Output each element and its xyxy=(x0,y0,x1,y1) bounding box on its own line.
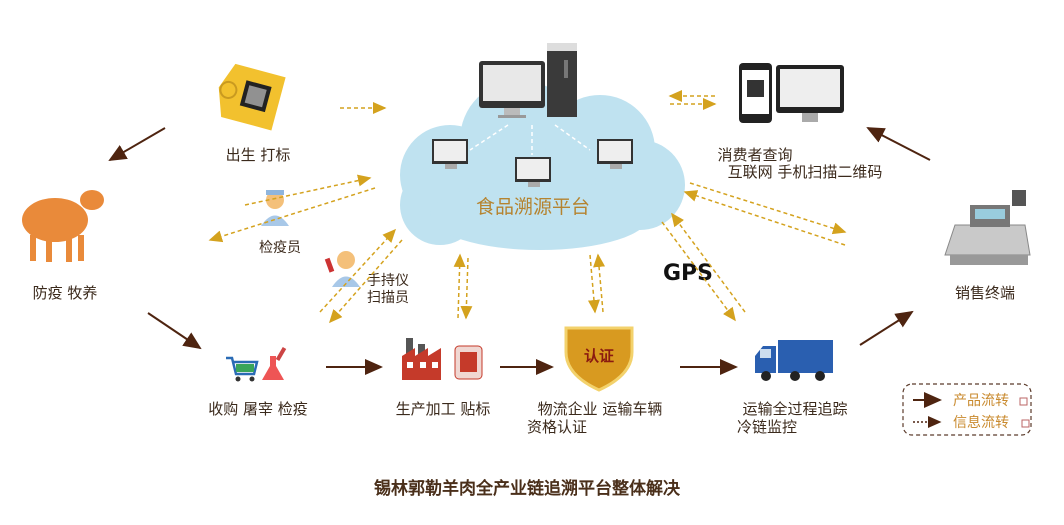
legend-product-flow: 产品流转 xyxy=(953,393,1009,409)
label-scanner-2: 扫描员 xyxy=(367,290,409,306)
label-retail: 销售终端 xyxy=(955,284,1015,302)
flask-icon xyxy=(262,346,287,380)
label-purchase: 收购 屠宰 检疫 xyxy=(208,400,308,418)
client-monitor-icons xyxy=(432,139,633,187)
monitor-icon xyxy=(776,65,844,122)
expand-icon xyxy=(1021,419,1030,428)
expand-icon xyxy=(1019,397,1028,406)
info-flow-arrows xyxy=(208,90,847,324)
label-logistics-2: 资格认证 xyxy=(527,418,587,436)
legend-info-flow: 信息流转 xyxy=(953,414,1009,431)
central-computer-icon xyxy=(479,61,545,118)
legend: 产品流转 信息流转 xyxy=(902,383,1032,436)
tag-icon xyxy=(218,63,286,131)
label-birth: 出生 打标 xyxy=(226,146,291,164)
factory-icon xyxy=(402,338,483,380)
label-farming: 防疫 牧养 xyxy=(33,284,98,302)
cash-register-icon xyxy=(944,190,1031,265)
label-production: 生产加工 贴标 xyxy=(396,400,491,418)
shield-certification-icon: 认证 xyxy=(564,326,634,392)
scanner-person-icon xyxy=(324,251,360,287)
phone-icon xyxy=(739,63,772,123)
product-flow-arrows xyxy=(108,127,931,375)
server-icon xyxy=(547,43,577,117)
label-transport-1: 运输全过程追踪 xyxy=(742,400,847,418)
diagram-title: 锡林郭勒羊肉全产业链追溯平台整体解决 xyxy=(374,478,681,499)
cloud-label: 食品溯源平台 xyxy=(476,196,590,218)
label-transport-2: 冷链监控 xyxy=(737,418,797,436)
inspector-icon xyxy=(261,190,289,226)
sheep-icon xyxy=(22,190,104,262)
gps-label: GPS xyxy=(663,261,713,286)
truck-icon xyxy=(755,340,833,381)
label-inspector: 检疫员 xyxy=(259,240,301,256)
shield-badge-text: 认证 xyxy=(584,347,614,365)
label-consumer-2: 互联网 手机扫描二维码 xyxy=(728,163,883,181)
label-consumer-1: 消费者查询 xyxy=(717,146,792,164)
cart-icon xyxy=(226,356,259,382)
label-scanner-1: 手持仪 xyxy=(367,273,409,289)
label-logistics-1: 物流企业 运输车辆 xyxy=(538,400,663,418)
